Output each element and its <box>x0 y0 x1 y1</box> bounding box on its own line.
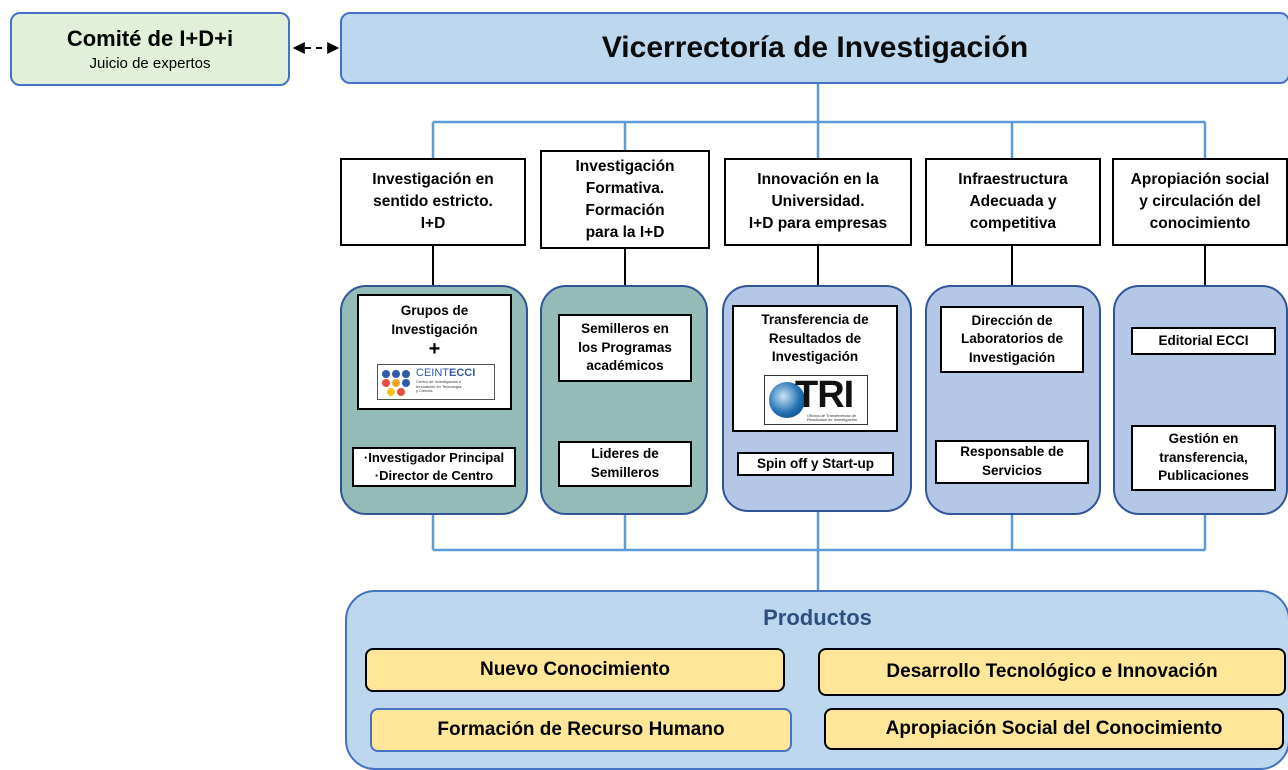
labs-direction-box: Dirección de Laboratorios de Investigaci… <box>940 306 1084 373</box>
header-line: conocimiento <box>1149 215 1251 232</box>
header-line: Infraestructura <box>958 171 1068 188</box>
tri-caption-line: Oficina de Transferencia de <box>807 413 856 418</box>
dots-icon <box>382 370 412 396</box>
leaders-line: Lideres de <box>591 446 659 462</box>
header-line: Formación <box>585 201 665 219</box>
logo-caption-line: Centro de Investigación e <box>416 379 462 384</box>
column-header-appropriation: Apropiación social y circulación del con… <box>1112 158 1288 246</box>
product-social-appropriation: Apropiación Social del Conocimiento <box>824 708 1284 750</box>
tri-logo: TRI Oficina de Transferencia de Resultad… <box>764 375 868 425</box>
top-branch-lines <box>431 84 1207 158</box>
labs-line: Investigación <box>968 349 1056 365</box>
committee-subtitle: Juicio de expertos <box>89 55 211 72</box>
groups-title-line: Grupos de <box>400 303 469 318</box>
header-line: Universidad. <box>771 193 865 210</box>
column-header-infrastructure: Infraestructura Adecuada y competitiva <box>925 158 1101 246</box>
tri-logo-text: TRI <box>795 375 854 416</box>
product-human-resources: Formación de Recurso Humano <box>370 708 792 752</box>
role-line: ·Director de Centro <box>374 468 494 483</box>
header-line: Innovación en la <box>757 171 879 188</box>
transfer-line: Transferencia de <box>761 312 869 327</box>
logo-bold-text: ECCI <box>449 367 476 379</box>
logo-caption-line: Innovación en Tecnología <box>416 383 462 389</box>
globe-icon <box>769 382 805 418</box>
semilleros-line: Semilleros en <box>581 321 669 337</box>
header-line: Adecuada y <box>969 193 1057 210</box>
header-line: sentido estricto. <box>373 193 493 210</box>
services-line: Responsable de <box>960 444 1064 460</box>
services-line: Servicios <box>981 463 1043 478</box>
header-line: competitiva <box>969 215 1057 232</box>
semilleros-box: Semilleros en los Programas académicos <box>558 314 692 382</box>
groups-title-line: Investigación <box>391 321 478 337</box>
logo-wordmark: CEINTECCI <box>416 368 475 379</box>
publications-line: transferencia, <box>1159 449 1248 465</box>
labs-line: Laboratorios de <box>960 331 1063 347</box>
column-header-research: Investigación en sentido estricto. I+D <box>340 158 526 246</box>
ceintecci-logo: CEINTECCI Centro de Investigación e Inno… <box>377 364 495 400</box>
publications-line: Gestión en <box>1168 431 1239 447</box>
header-panel-lines <box>432 246 1206 285</box>
column-header-formative: Investigación Formativa. Formación para … <box>540 150 710 249</box>
labs-line: Dirección de <box>971 312 1053 328</box>
semilleros-line: académicos <box>586 358 664 374</box>
publications-box: Gestión en transferencia, Publicaciones <box>1131 425 1276 491</box>
vicerrectoria-box: Vicerrectoría de Investigación <box>340 12 1288 84</box>
role-line: ·Investigador Principal <box>363 450 505 466</box>
committee-title: Comité de I+D+i <box>66 26 234 51</box>
plus-sign: + <box>428 338 441 361</box>
header-line: y circulación del <box>1139 193 1261 210</box>
header-line: Investigación en <box>372 171 494 188</box>
leaders-line: Semilleros <box>590 465 660 480</box>
semilleros-line: los Programas <box>578 339 672 355</box>
transfer-line: Resultados de <box>768 330 862 346</box>
transfer-box: Transferencia de Resultados de Investiga… <box>732 305 898 432</box>
committee-box: Comité de I+D+i Juicio de expertos <box>10 12 290 86</box>
services-box: Responsable de Servicios <box>935 440 1089 484</box>
product-new-knowledge: Nuevo Conocimiento <box>365 648 785 692</box>
column-header-innovation: Innovación en la Universidad. I+D para e… <box>724 158 912 246</box>
roles-box: ·Investigador Principal ·Director de Cen… <box>352 447 516 487</box>
publications-line: Publicaciones <box>1158 468 1249 484</box>
spinoff-box: Spin off y Start-up <box>737 452 894 476</box>
logo-light-text: CEINT <box>416 367 449 379</box>
header-line: I+D <box>420 215 446 232</box>
tri-caption-line: Resultados de Investigación <box>807 417 858 423</box>
header-line: para la I+D <box>585 223 665 241</box>
logo-caption: Centro de Investigación e Innovación en … <box>416 379 462 394</box>
editorial-box: Editorial ECCI <box>1131 327 1276 355</box>
header-line: Formativa. <box>585 179 665 197</box>
groups-box: Grupos de Investigación + CEINTECCI Cent… <box>357 294 512 410</box>
logo-caption-line: y Ciencia <box>416 388 433 394</box>
header-line: I+D para empresas <box>748 215 888 232</box>
header-line: Apropiación social <box>1130 171 1270 188</box>
products-title: Productos <box>763 605 872 630</box>
transfer-line: Investigación <box>771 349 859 365</box>
header-line: Investigación <box>575 157 675 175</box>
product-tech-development: Desarrollo Tecnológico e Innovación <box>818 648 1286 696</box>
leaders-box: Lideres de Semilleros <box>558 441 692 487</box>
tri-logo-caption: Oficina de Transferencia de Resultados d… <box>807 413 858 423</box>
bottom-branch-lines <box>431 512 1207 590</box>
